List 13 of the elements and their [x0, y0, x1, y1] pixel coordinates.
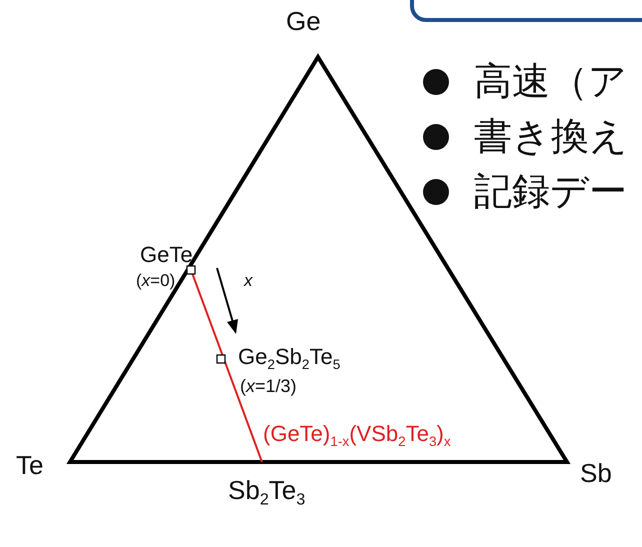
bullet-text: 高速（ア	[474, 63, 627, 101]
compound-label: GeTe	[140, 244, 193, 266]
variable-label: x	[244, 272, 252, 289]
vertex-label: Te	[16, 452, 44, 478]
compound-label: Sb$_{2}$Te$_{3}$	[228, 477, 306, 508]
bullet-text: 記録デー	[474, 173, 627, 211]
vertex-label: Sb	[580, 460, 612, 486]
composition-note: (x=1/3)	[240, 377, 297, 395]
vertex-label: Ge	[286, 8, 321, 34]
bullet-text: 書き換え	[474, 118, 628, 156]
series-formula: (GeTe)$_{1-x}$(VSb$_{2}$Te$_{3}$)$_{x}$	[263, 423, 451, 448]
composition-note: (x=0)	[136, 272, 176, 289]
compound-label: Ge$_{2}$Sb$_{2}$Te$_{5}$	[238, 346, 340, 372]
